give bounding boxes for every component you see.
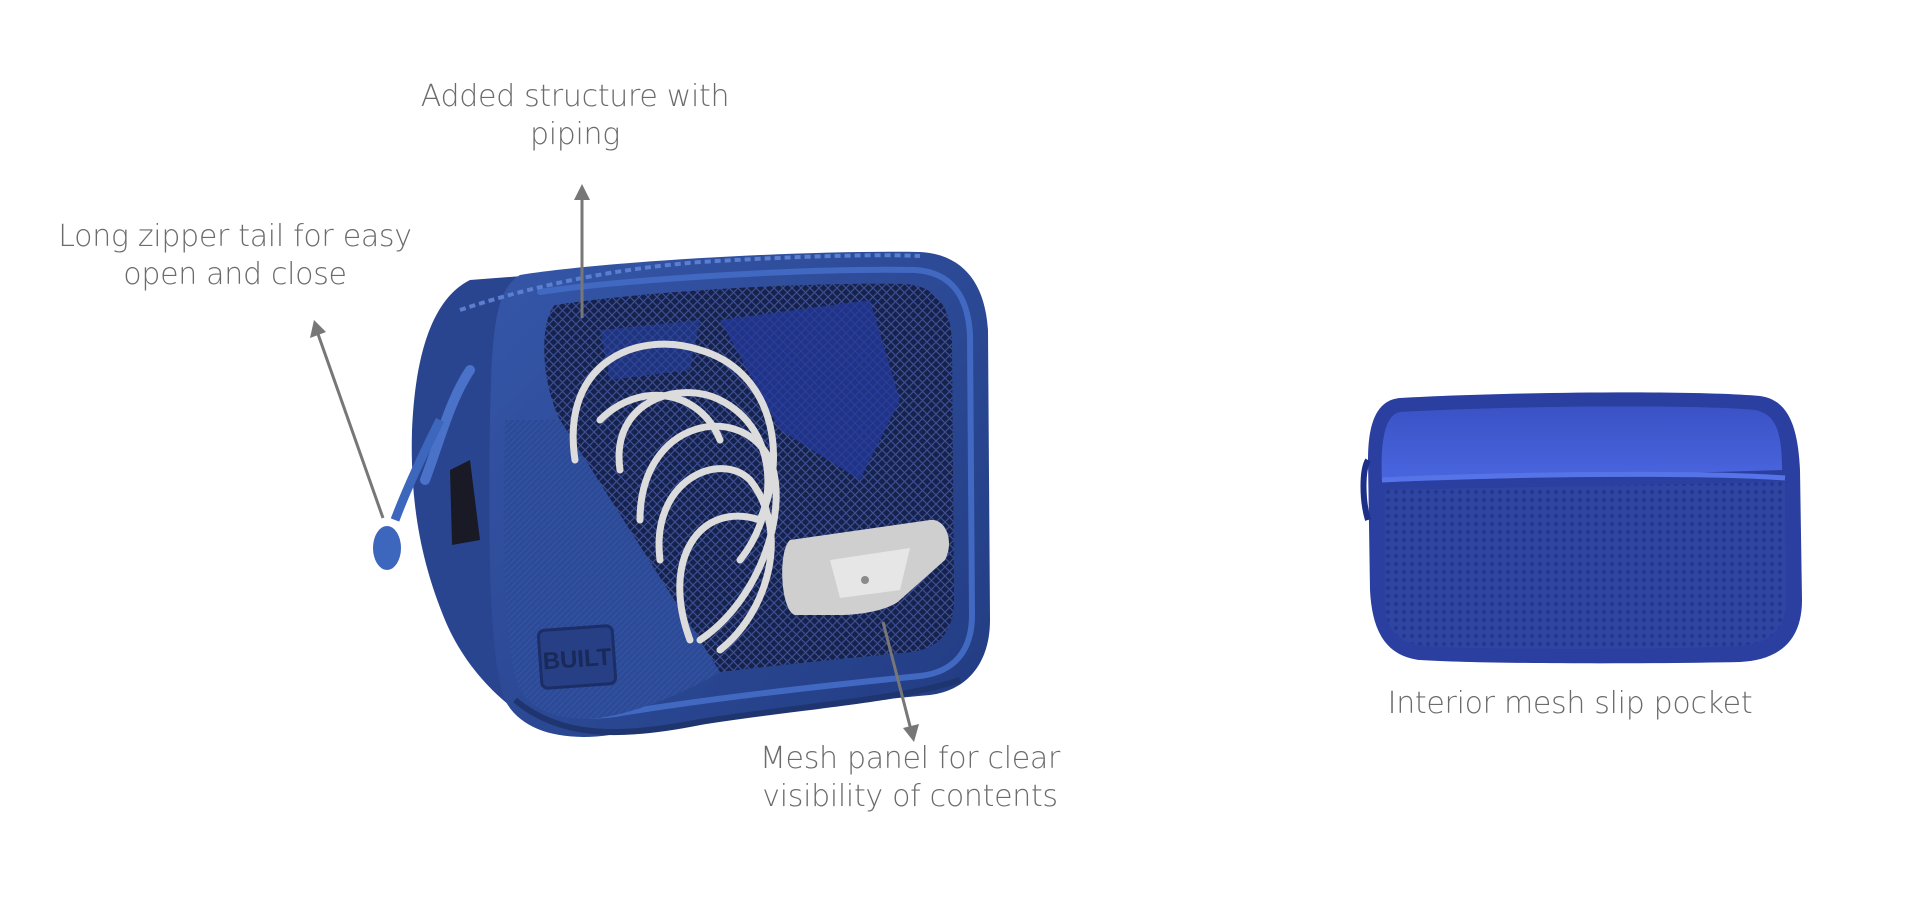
callout-arrows (310, 184, 919, 742)
callout-mesh-panel: Mesh panel for clear visibility of conte… (745, 740, 1075, 816)
brand-patch-text: BUILT (542, 644, 613, 676)
arrow-zipper (310, 320, 385, 519)
pouch-pocket-seam (1381, 471, 1786, 483)
arrow-mesh (881, 621, 919, 742)
callout-zipper-line1: Long zipper tail for easy (58, 219, 412, 254)
pouch-mesh-pocket (1385, 482, 1786, 649)
callout-structure-line1: Added structure with (420, 79, 730, 114)
bag-bottom-rim (513, 677, 961, 736)
pouch-upper-fabric (1381, 406, 1782, 482)
callout-zipper-tail: Long zipper tail for easy open and close (55, 218, 415, 294)
arrow-structure (574, 184, 590, 318)
callout-mesh-line1: Mesh panel for clear (759, 741, 1061, 776)
callout-interior-pocket: Interior mesh slip pocket (1370, 685, 1770, 723)
callout-zipper-line2: open and close (123, 257, 347, 292)
zipper-track (459, 253, 921, 312)
toiletry-bag: BUILT (373, 251, 990, 737)
zipper-pull (373, 365, 480, 570)
brand-patch: BUILT (536, 624, 618, 690)
callout-pocket-line1: Interior mesh slip pocket (1387, 686, 1753, 721)
callout-structure-line2: piping (530, 117, 620, 152)
callout-structure-piping: Added structure with piping (410, 78, 740, 154)
interior-pocket-view (1360, 392, 1802, 664)
inner-fabric (720, 300, 900, 480)
callout-mesh-line2: visibility of contents (762, 779, 1058, 814)
charger-adapter (782, 519, 950, 615)
coiled-cable (569, 340, 780, 654)
